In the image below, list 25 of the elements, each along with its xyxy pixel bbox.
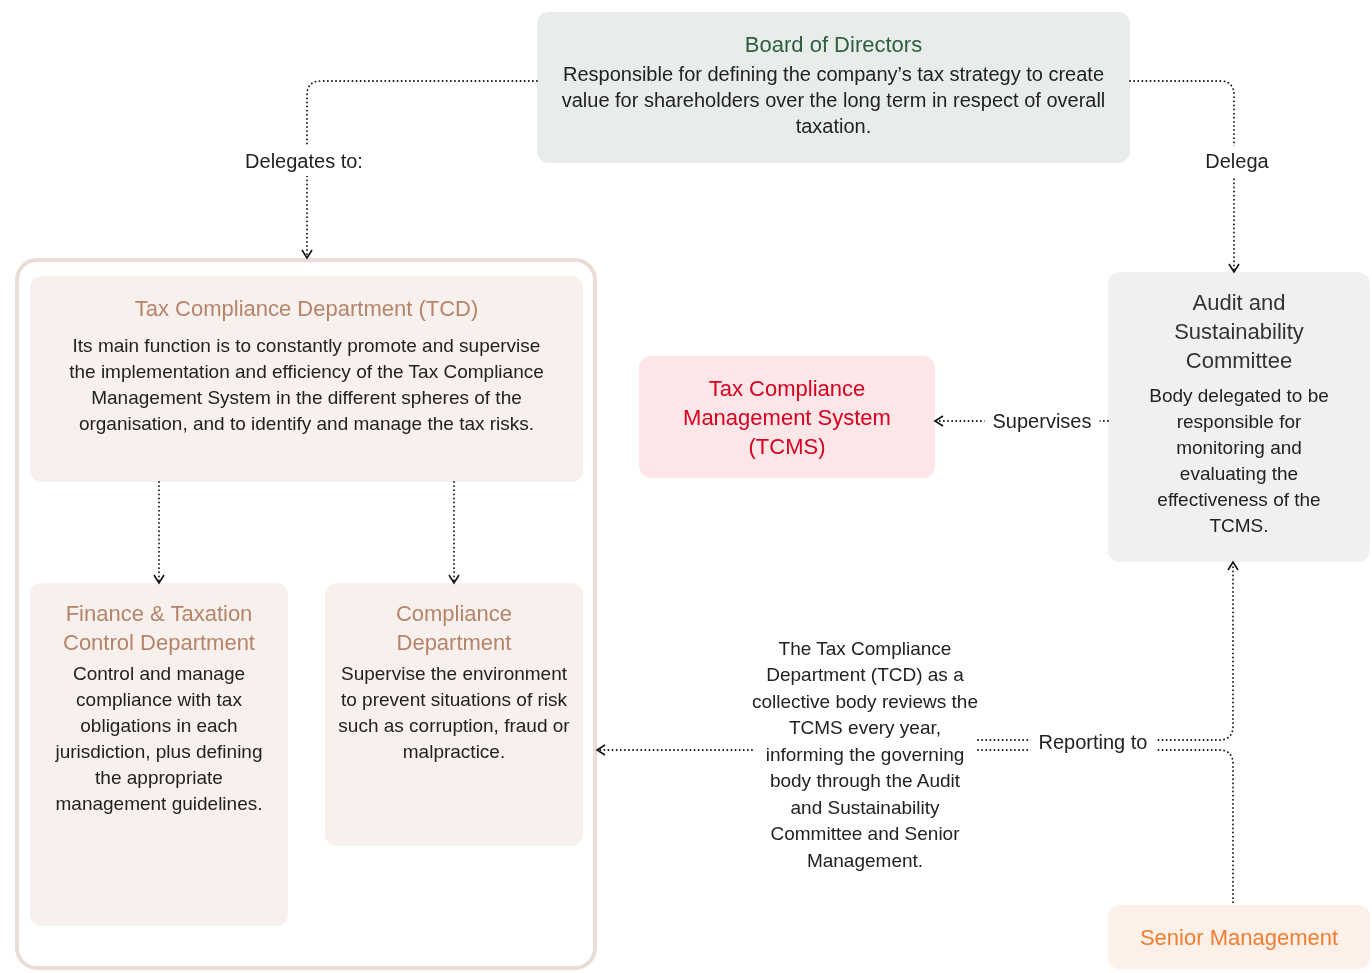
box-title: Finance & Taxation Control Department	[62, 600, 256, 657]
box-description: Its main function is to constantly promote and supervise the implementation and efficiency of the Tax Compliance Management System in the different spheres of the organisation, and to identify and manage the tax risks.	[68, 334, 545, 436]
box-title: Tax Compliance Department (TCD)	[134, 295, 479, 323]
dotted-arrow	[596, 744, 753, 756]
box-description: Supervise the environment to prevent situations of risk such as corruption, fraud or malpractice.	[337, 662, 571, 764]
department-box	[30, 276, 583, 482]
dotted-arrow	[153, 481, 165, 584]
box-title: Audit and Sustainability Committee	[1173, 289, 1305, 375]
group-frame	[15, 258, 597, 970]
box-title: Compliance Department	[394, 600, 514, 657]
box-description: Control and manage compliance with tax obligations in each jurisdiction, plus defining the appropriate management guidelines.	[54, 662, 264, 816]
board-box	[537, 12, 1130, 163]
note-text: The Tax Compliance Department (TCD) as a collective body reviews the TCMS every year, informing the governing body through the Audit and Sustainability Committee and Senior Management.	[752, 605, 978, 905]
dotted-arrow	[1129, 80, 1240, 273]
box-title: Tax Compliance Management System (TCMS)	[682, 374, 892, 461]
box-title: Senior Management	[1139, 923, 1339, 952]
department-box	[30, 583, 288, 926]
system-box	[639, 356, 935, 478]
department-box	[325, 583, 583, 846]
dotted-arrow	[301, 80, 538, 259]
box-title: Board of Directors	[744, 31, 923, 59]
committee-box	[1108, 272, 1370, 562]
dotted-arrow	[448, 481, 460, 584]
box-description: Responsible for defining the company’s tax strategy to create value for shareholders over the long term in respect of overall taxation.	[561, 62, 1106, 139]
box-description: Body delegated to be responsible for monitoring and evaluating the effectiveness of the TCMS.	[1148, 384, 1330, 538]
